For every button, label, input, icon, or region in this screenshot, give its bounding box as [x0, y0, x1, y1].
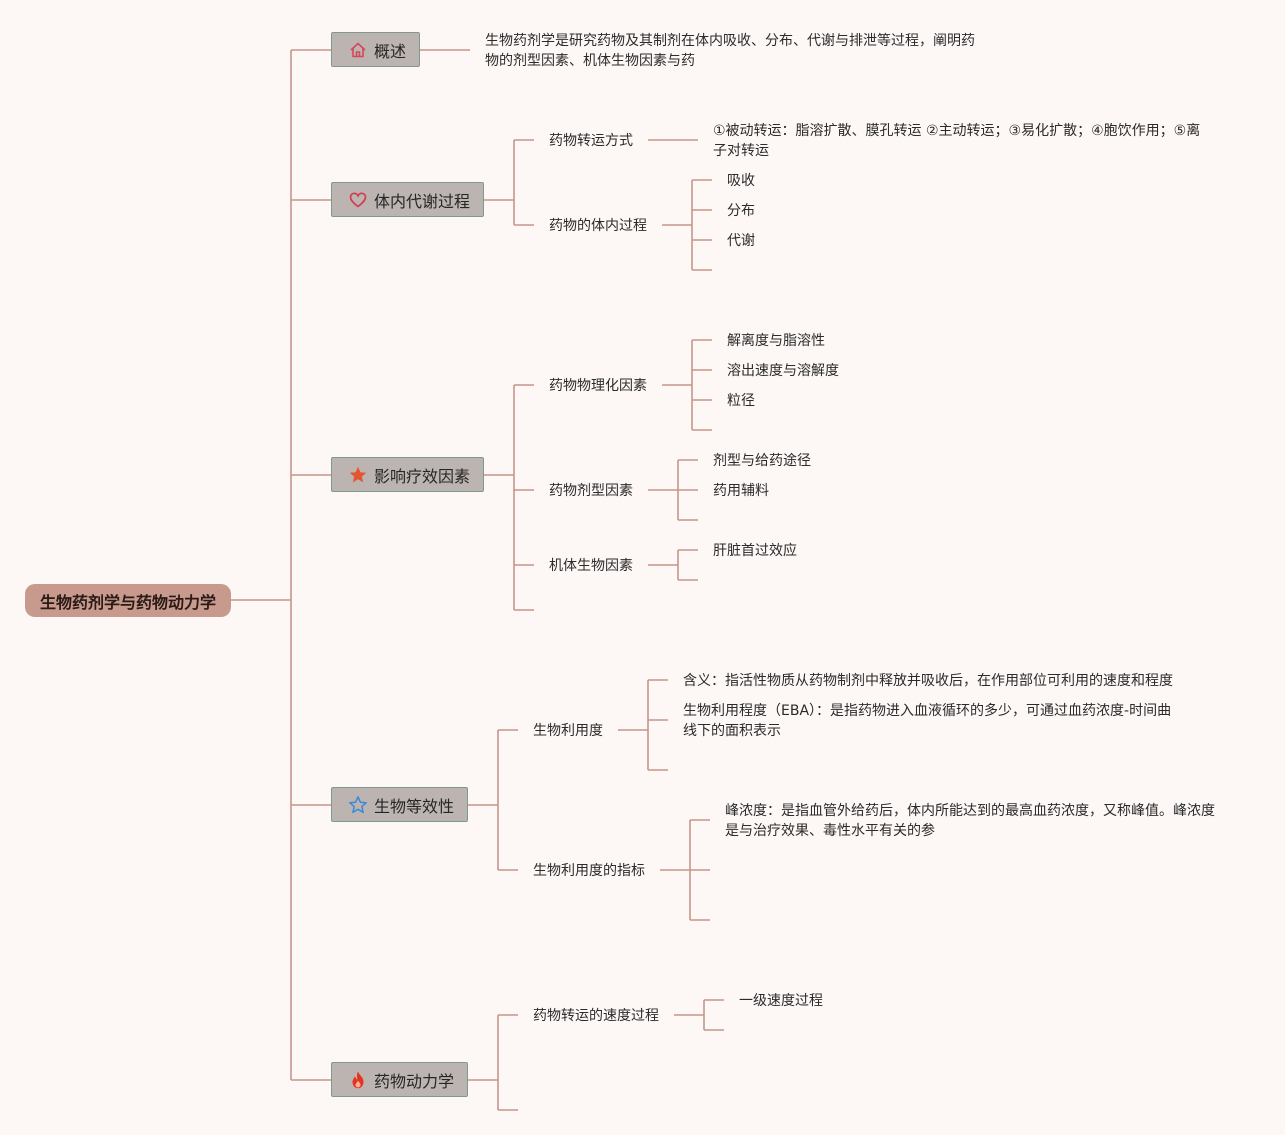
node-dosage-factors[interactable]: 药物剂型因素 — [549, 483, 633, 499]
star-filled-icon — [348, 465, 368, 485]
node-bioavailability-indicators[interactable]: 生物利用度的指标 — [533, 863, 645, 879]
branch-overview[interactable]: 概述 — [331, 32, 420, 67]
node-bioavailability[interactable]: 生物利用度 — [533, 723, 603, 739]
physchem-item-dissociation[interactable]: 解离度与脂溶性 — [727, 333, 825, 349]
indicator-peak-concentration[interactable]: 峰浓度：是指血管外给药后，体内所能达到的最高血药浓度，又称峰值。峰浓度是与治疗效… — [725, 803, 1215, 839]
home-icon — [348, 40, 368, 60]
branch-efficacy[interactable]: 影响疗效因素 — [331, 457, 484, 492]
heart-icon — [348, 190, 368, 210]
dosage-item-excipients[interactable]: 药用辅料 — [713, 483, 769, 499]
branch-bioequivalence-label: 生物等效性 — [374, 796, 455, 816]
node-transport-mode[interactable]: 药物转运方式 — [549, 133, 633, 149]
process-item-absorption[interactable]: 吸收 — [727, 173, 755, 189]
process-item-metabolism[interactable]: 代谢 — [727, 233, 755, 249]
bioavailability-definition[interactable]: 含义：指活性物质从药物制剂中释放并吸收后，在作用部位可利用的速度和程度 — [683, 673, 1173, 689]
node-rate-process[interactable]: 药物转运的速度过程 — [533, 1008, 659, 1024]
branch-bioequivalence[interactable]: 生物等效性 — [331, 787, 468, 822]
branch-pharmacokinetics[interactable]: 药物动力学 — [331, 1062, 468, 1097]
branch-overview-label: 概述 — [374, 41, 407, 61]
branch-metabolism-label: 体内代谢过程 — [374, 191, 471, 211]
node-biological-factors[interactable]: 机体生物因素 — [549, 558, 633, 574]
node-in-vivo-process[interactable]: 药物的体内过程 — [549, 218, 647, 234]
root-node[interactable]: 生物药剂学与药物动力学 — [25, 584, 231, 617]
dosage-item-route[interactable]: 剂型与给药途径 — [713, 453, 811, 469]
rate-item-first-order[interactable]: 一级速度过程 — [739, 993, 823, 1009]
branch-efficacy-label: 影响疗效因素 — [374, 466, 471, 486]
transport-mode-detail: ①被动转运：脂溶扩散、膜孔转运 ②主动转运；③易化扩散；④胞饮作用；⑤离子对转运 — [713, 123, 1201, 159]
biological-item-first-pass[interactable]: 肝脏首过效应 — [713, 543, 797, 559]
physchem-item-dissolution[interactable]: 溶出速度与溶解度 — [727, 363, 839, 379]
branch-pharmacokinetics-label: 药物动力学 — [374, 1071, 455, 1091]
star-outline-icon — [348, 795, 368, 815]
overview-description: 生物药剂学是研究药物及其制剂在体内吸收、分布、代谢与排泄等过程，阐明药物的剂型因… — [485, 33, 975, 69]
process-item-distribution[interactable]: 分布 — [727, 203, 755, 219]
flame-icon — [348, 1070, 368, 1090]
bioavailability-eba[interactable]: 生物利用程度（EBA）：是指药物进入血液循环的多少，可通过血药浓度-时间曲线下的… — [683, 703, 1172, 739]
physchem-item-particle-size[interactable]: 粒径 — [727, 393, 755, 409]
branch-metabolism[interactable]: 体内代谢过程 — [331, 182, 484, 217]
node-physchem-factors[interactable]: 药物物理化因素 — [549, 378, 647, 394]
